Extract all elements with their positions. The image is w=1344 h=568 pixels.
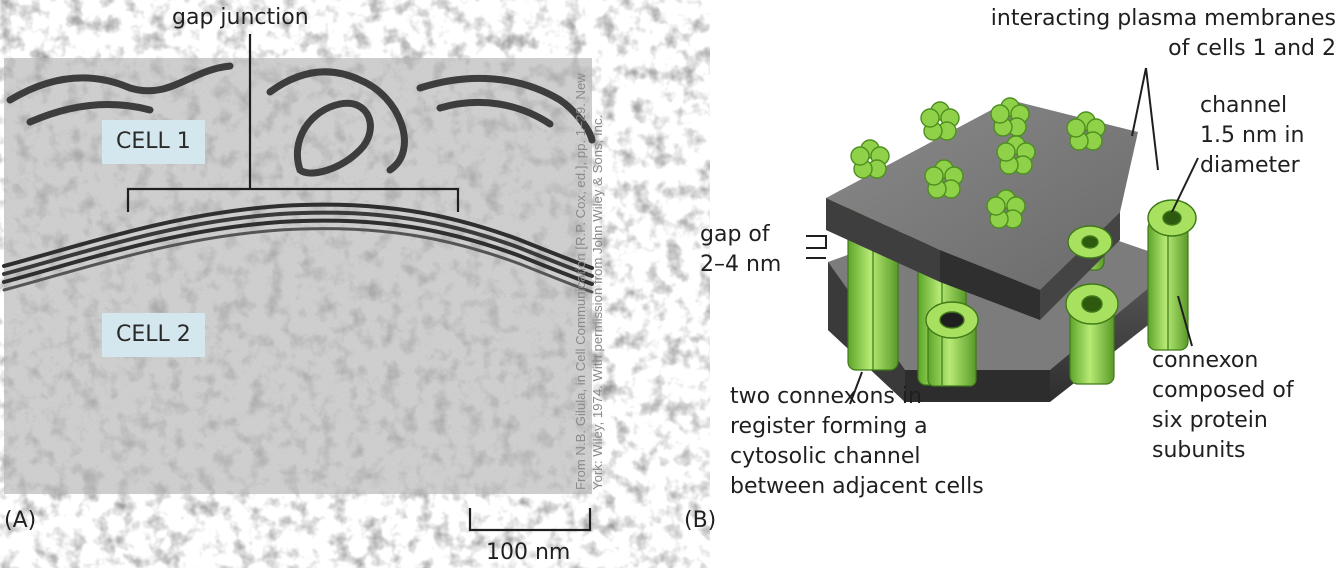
connexon-top-views	[850, 97, 1106, 229]
gap-junction-membranes	[2, 202, 594, 294]
connexons-register-label: two connexons in register forming a cyto…	[730, 384, 984, 499]
panel-b-letter: (B)	[684, 508, 717, 533]
callout-lines	[806, 67, 1199, 405]
connexon-rings	[925, 199, 1197, 339]
panel-a-letter: (A)	[4, 508, 37, 533]
channel-label: channel 1.5 nm in diameter	[1200, 93, 1305, 178]
cell1-membranes	[6, 62, 596, 177]
gap-junction-model	[826, 97, 1197, 402]
cell1-label: CELL 1	[102, 120, 205, 164]
membranes-label: interacting plasma membranes of cells 1 …	[990, 6, 1336, 61]
image-credit: From N.B. Gilula, in Cell Communication …	[573, 73, 605, 490]
connexon-label: connexon composed of six protein subunit…	[1152, 348, 1294, 463]
scale-bar	[468, 508, 592, 532]
upper-membrane-slab	[826, 100, 1138, 320]
scale-bar-label: 100 nm	[486, 540, 571, 565]
gap-junction-bracket	[126, 34, 460, 212]
micrograph-panel	[2, 34, 596, 494]
gap-label: gap of 2–4 nm	[700, 222, 782, 277]
gap-junction-label: gap junction	[172, 5, 309, 30]
cell2-label: CELL 2	[102, 313, 205, 357]
